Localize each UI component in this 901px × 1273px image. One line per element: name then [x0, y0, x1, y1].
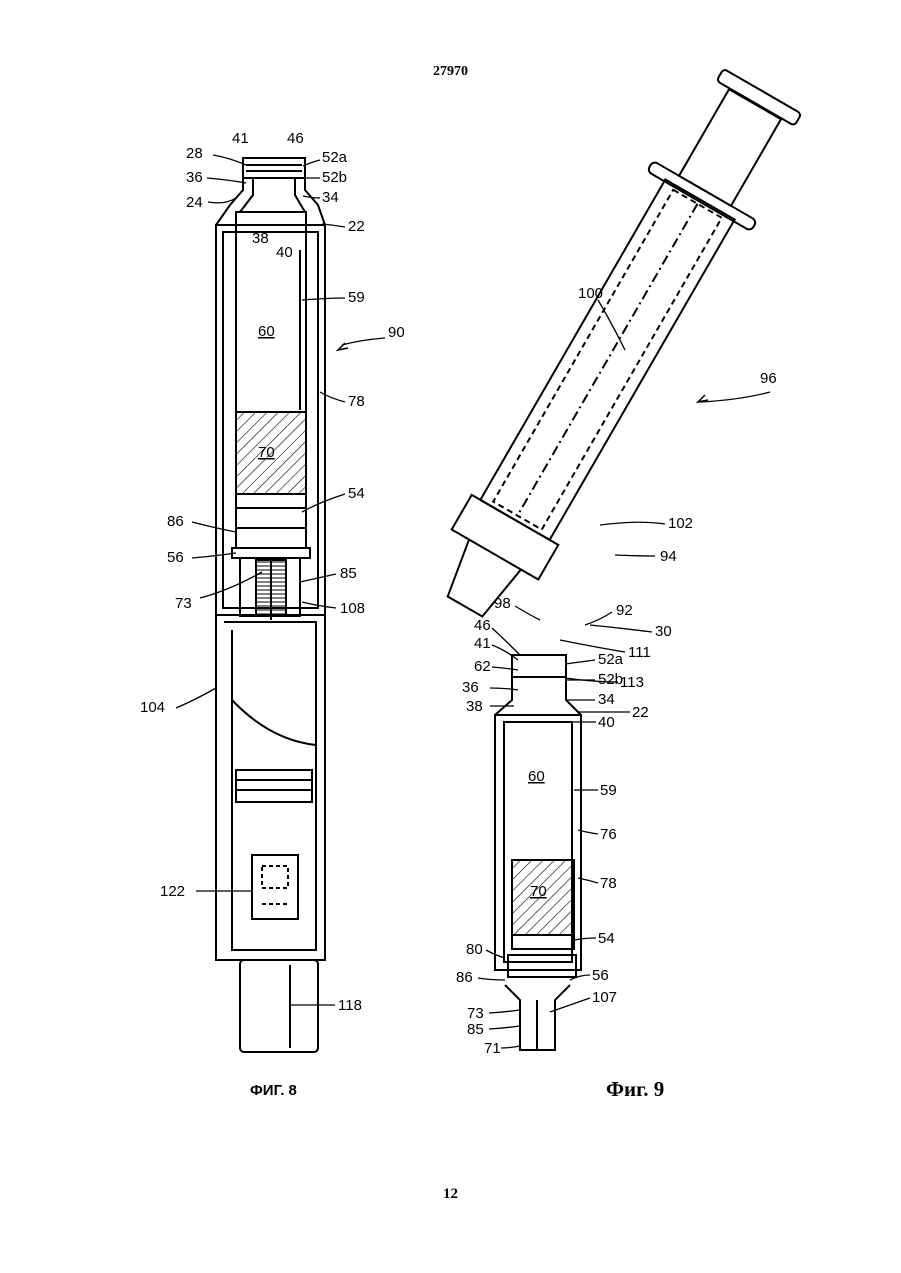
label-34: 34	[322, 189, 339, 206]
label-85-fig9: 85	[467, 1021, 484, 1038]
label-41: 41	[232, 130, 249, 147]
label-41: 41	[474, 635, 491, 652]
label-92: 92	[616, 602, 633, 619]
label-71: 71	[484, 1040, 501, 1057]
label-78-fig9: 78	[600, 875, 617, 892]
label-73-fig9: 73	[467, 1005, 484, 1022]
label-118: 118	[338, 997, 362, 1014]
label-80: 80	[466, 941, 483, 958]
label-78: 78	[348, 393, 365, 410]
label-59-fig9: 59	[600, 782, 617, 799]
label-122: 122	[160, 883, 185, 900]
label-36: 36	[462, 679, 479, 696]
label-28: 28	[186, 145, 203, 162]
label-52b: 52b	[322, 169, 347, 186]
figure-8-caption: ФИГ. 8	[250, 1082, 297, 1099]
label-90: 90	[388, 324, 405, 341]
fig9-arrow-96	[698, 395, 708, 402]
label-107: 107	[592, 989, 617, 1006]
label-100: 100	[578, 285, 603, 302]
label-96: 96	[760, 370, 777, 387]
label-85: 85	[340, 565, 357, 582]
label-111: 111	[628, 644, 651, 661]
label-86: 86	[167, 513, 184, 530]
label-60-fig9: 60	[528, 768, 545, 785]
label-102: 102	[668, 515, 693, 532]
label-54: 54	[348, 485, 365, 502]
fig9-device	[413, 61, 814, 1050]
label-104: 104	[140, 699, 165, 716]
label-30: 30	[655, 623, 672, 640]
label-70: 70	[258, 444, 275, 461]
label-38: 38	[466, 698, 483, 715]
label-56-fig9: 56	[592, 967, 609, 984]
label-94: 94	[660, 548, 677, 565]
label-60: 60	[258, 323, 275, 340]
label-70-fig9: 70	[530, 883, 547, 900]
label-38: 38	[252, 230, 269, 247]
label-62: 62	[474, 658, 491, 675]
fig8-device	[216, 158, 325, 1052]
label-56: 56	[167, 549, 184, 566]
label-24: 24	[186, 194, 203, 211]
label-113: 113	[620, 674, 644, 691]
figure-9-caption: Фиг. 9	[606, 1077, 664, 1102]
label-54-fig9: 54	[598, 930, 615, 947]
label-52b: 52b	[598, 671, 623, 688]
label-98: 98	[494, 595, 511, 612]
label-52a: 52a	[598, 651, 624, 668]
label-76: 76	[600, 826, 617, 843]
label-46: 46	[474, 617, 491, 634]
label-108: 108	[340, 600, 365, 617]
label-34: 34	[598, 691, 615, 708]
label-22: 22	[632, 704, 649, 721]
label-86-fig9: 86	[456, 969, 473, 986]
label-40: 40	[598, 714, 615, 731]
label-40: 40	[276, 244, 293, 261]
label-59: 59	[348, 289, 365, 306]
label-46: 46	[287, 130, 304, 147]
label-22: 22	[348, 218, 365, 235]
label-52a: 52a	[322, 149, 348, 166]
label-36: 36	[186, 169, 203, 186]
page-number: 12	[0, 1186, 901, 1203]
label-73: 73	[175, 595, 192, 612]
